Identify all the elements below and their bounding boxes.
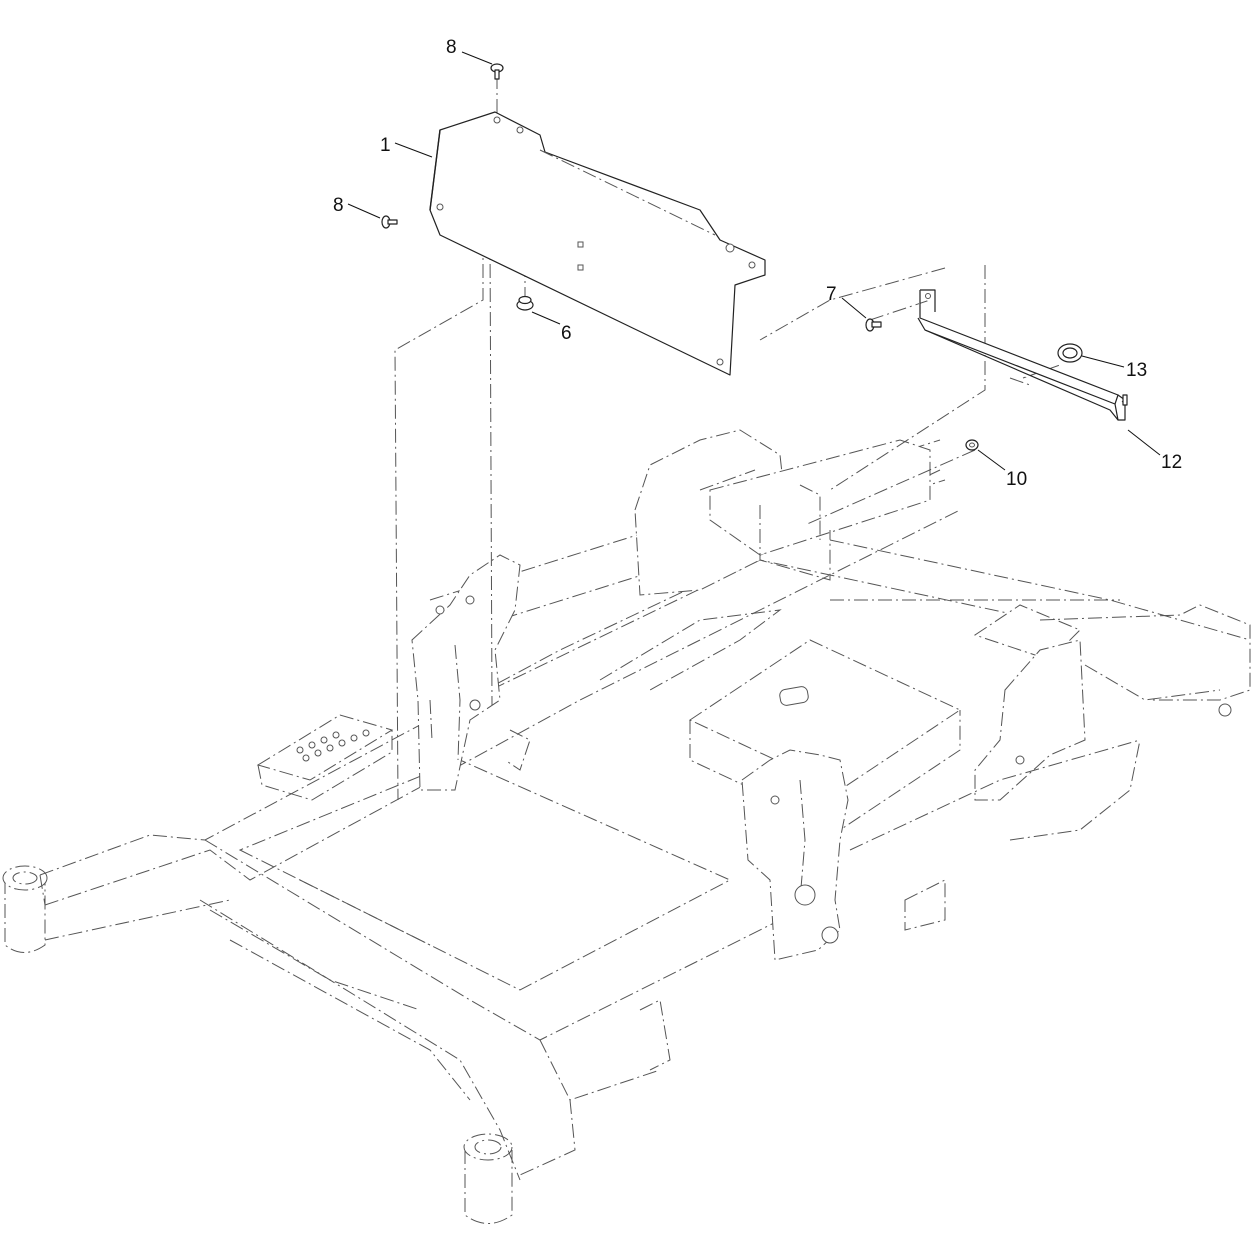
- rear-mount-block: [709, 439, 931, 581]
- screw-part-8-left: [381, 215, 398, 229]
- front-caster-housing: [463, 1133, 513, 1224]
- bracket-part-12: [917, 289, 1128, 421]
- right-control-tower: [741, 749, 849, 961]
- nut-part-10: [965, 439, 979, 451]
- seal-part-13: [1057, 343, 1083, 363]
- callout-8-top: 8: [446, 37, 457, 58]
- callout-1: 1: [380, 135, 391, 156]
- callout-6: 6: [561, 323, 572, 344]
- callout-10: 10: [1006, 469, 1027, 490]
- callout-leaders: [347, 51, 1161, 471]
- clip-part-7: [865, 318, 882, 332]
- frame-assembly: [2, 429, 1251, 1224]
- callout-12: 12: [1161, 452, 1182, 473]
- callout-8-left: 8: [333, 195, 344, 216]
- panel-part-1: [429, 111, 766, 376]
- left-caster-housing: [2, 865, 48, 953]
- center-deck-plate: [599, 609, 962, 831]
- foot-plate: [256, 714, 394, 801]
- screw-part-8-top: [490, 63, 504, 80]
- callout-labels: 8 1 8 6 7 13 12 10: [333, 37, 1182, 490]
- right-hand-tower: [974, 639, 1086, 801]
- left-control-tower: [411, 554, 521, 791]
- assembly-chain-lines: [394, 75, 1061, 801]
- callout-13: 13: [1126, 360, 1147, 381]
- callout-7: 7: [826, 284, 837, 305]
- grommet-part-6: [516, 295, 534, 311]
